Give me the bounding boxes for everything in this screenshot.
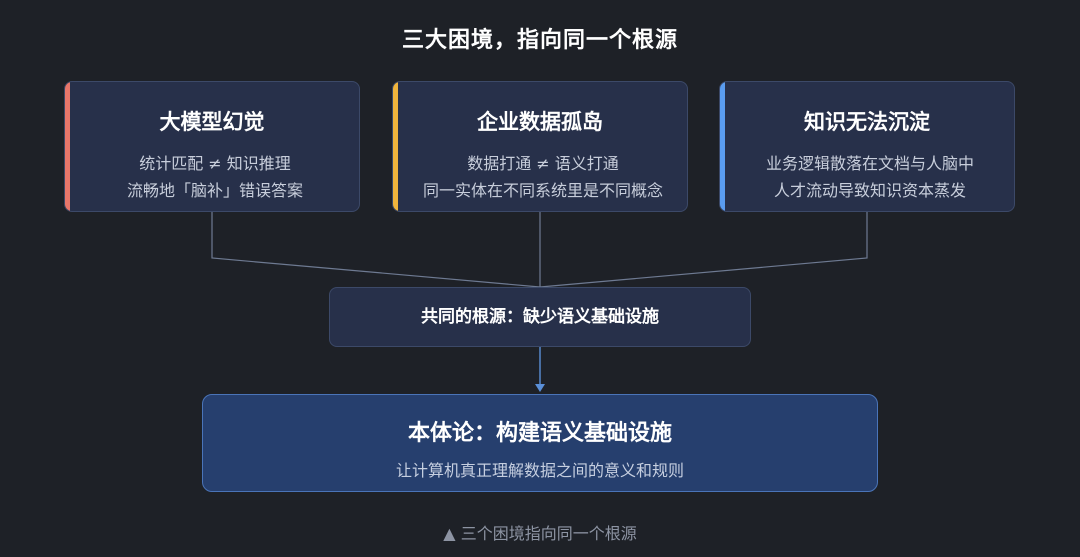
card-accent-bar xyxy=(65,82,70,211)
solution-title: 本体论：构建语义基础设施 xyxy=(407,421,672,446)
card-title: 企业数据孤岛 xyxy=(477,110,603,134)
card-line-2: 同一实体在不同系统里是不同概念 xyxy=(422,181,663,200)
card-data-silos: 企业数据孤岛 数据打通 ≠ 语义打通 同一实体在不同系统里是不同概念 xyxy=(392,81,688,212)
card-line-1: 统计匹配 ≠ 知识推理 xyxy=(139,154,291,173)
solution-subtitle: 让计算机真正理解数据之间的意义和规则 xyxy=(395,461,684,480)
solution-box: 本体论：构建语义基础设施 让计算机真正理解数据之间的意义和规则 xyxy=(202,394,878,492)
card-llm-hallucination: 大模型幻觉 统计匹配 ≠ 知识推理 流畅地「脑补」错误答案 xyxy=(64,81,360,212)
figure-caption: ▲ 三个困境指向同一个根源 xyxy=(443,524,637,543)
card-accent-bar xyxy=(393,82,398,211)
connector-left xyxy=(211,212,541,288)
card-line-2: 人才流动导致知识资本蒸发 xyxy=(773,181,966,200)
connector-right xyxy=(539,212,868,288)
diagram-title: 三大困境，指向同一个根源 xyxy=(401,28,678,53)
card-title: 大模型幻觉 xyxy=(159,110,265,134)
card-knowledge-loss: 知识无法沉淀 业务逻辑散落在文档与人脑中 人才流动导致知识资本蒸发 xyxy=(719,81,1015,212)
card-line-1: 业务逻辑散落在文档与人脑中 xyxy=(765,154,974,173)
card-accent-bar xyxy=(720,82,725,211)
card-line-1: 数据打通 ≠ 语义打通 xyxy=(467,154,619,173)
arrow-head xyxy=(535,384,545,392)
common-root-box: 共同的根源：缺少语义基础设施 xyxy=(329,287,751,347)
card-title: 知识无法沉淀 xyxy=(804,110,930,134)
card-line-2: 流畅地「脑补」错误答案 xyxy=(126,181,303,200)
